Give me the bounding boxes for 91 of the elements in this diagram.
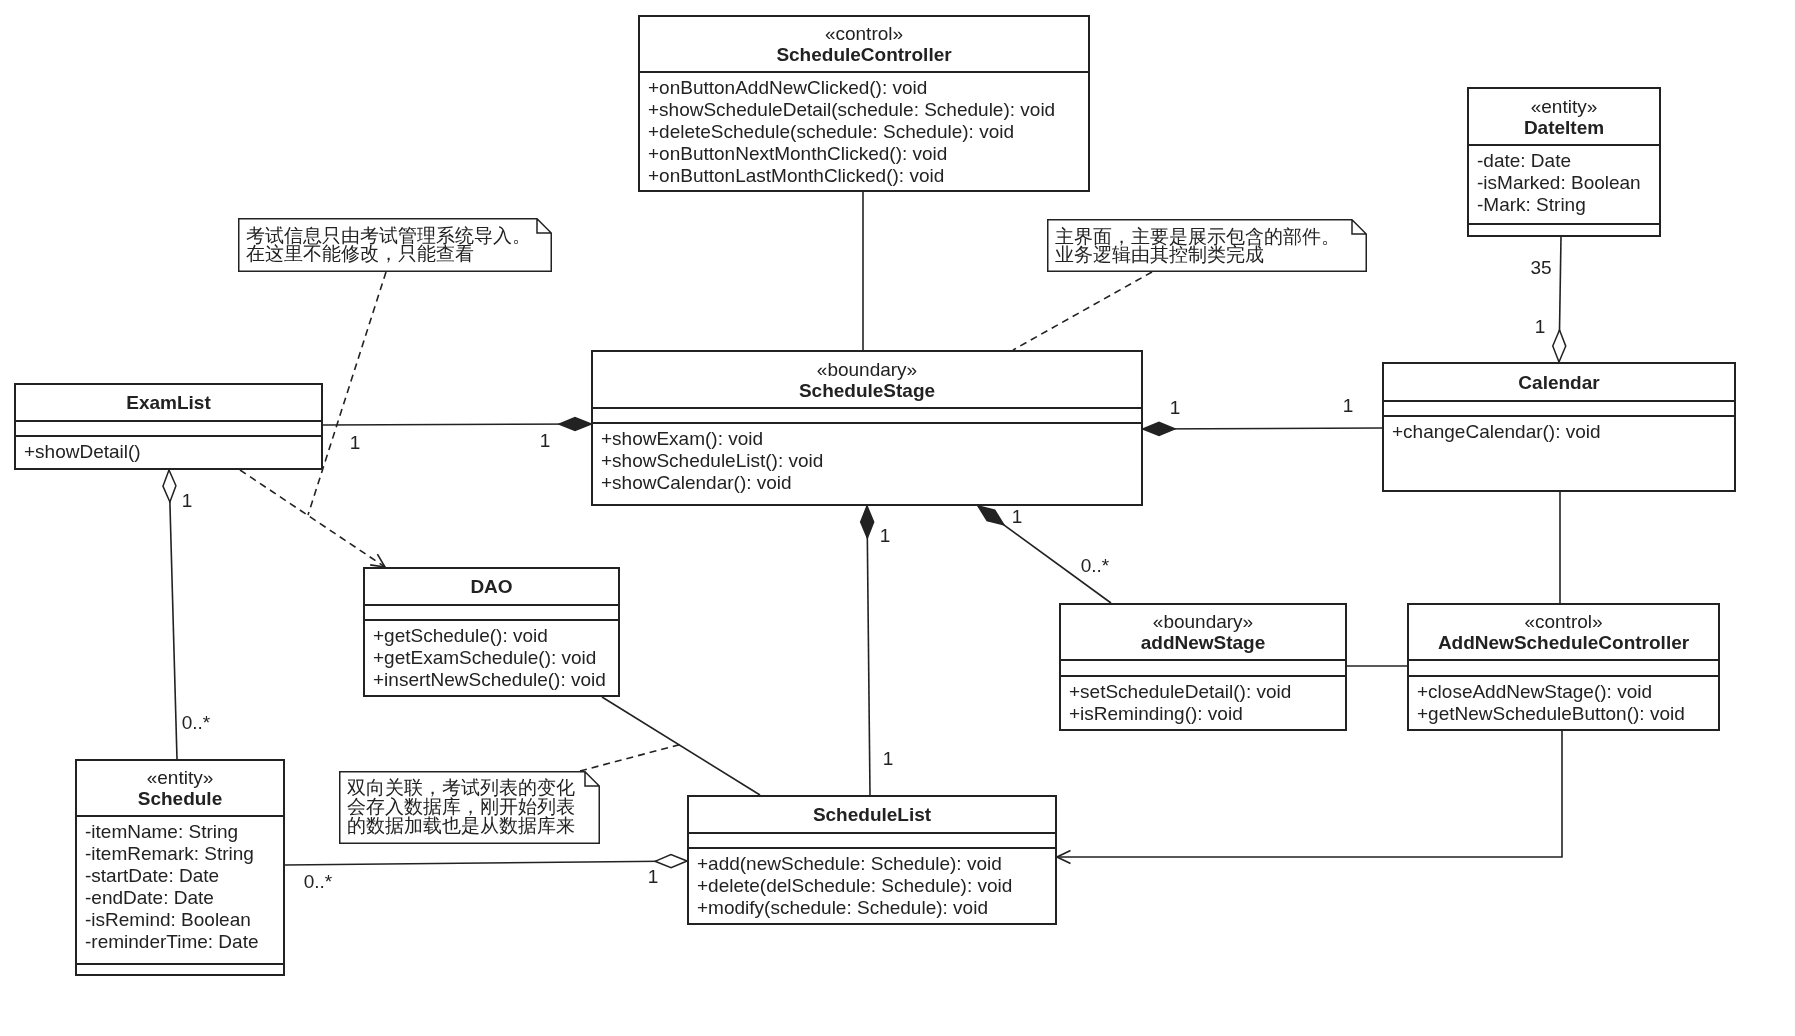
note-text: 主界面，主要是展示包含的部件。业务逻辑由其控制类完成 — [1055, 227, 1341, 263]
aggregation-line — [162, 469, 178, 760]
multiplicity-label: 1 — [879, 526, 891, 546]
stereotype-label: «boundary» — [816, 358, 918, 380]
class-name: AddNewScheduleController — [1437, 632, 1690, 653]
operation-text: +insertNewSchedule(): void — [373, 669, 606, 691]
multiplicity-label: 1 — [1011, 507, 1023, 527]
connector-line — [862, 191, 864, 351]
leader-line — [579, 743, 683, 772]
composition-line — [977, 505, 1112, 604]
operation-text: +showExam(): void — [601, 428, 764, 450]
operation-text: +onButtonAddNewClicked(): void — [648, 77, 928, 99]
operation-text: +setScheduleDetail(): void — [1069, 681, 1292, 703]
note-box — [1047, 219, 1367, 272]
connector-line — [1559, 491, 1561, 604]
attribute-text: -itemName: String — [85, 821, 239, 843]
dashed-arrow — [239, 469, 386, 568]
connector-line — [1346, 665, 1408, 667]
multiplicity-label: 0..* — [181, 713, 211, 733]
operation-text: +getExamSchedule(): void — [373, 647, 597, 669]
operation-text: +showScheduleList(): void — [601, 450, 824, 472]
class-box — [1407, 603, 1720, 731]
multiplicity-label: 1 — [1342, 396, 1354, 416]
attribute-text: -startDate: Date — [85, 865, 220, 887]
class-name: ScheduleList — [812, 804, 932, 825]
operation-text: +changeCalendar(): void — [1392, 421, 1601, 443]
multiplicity-label: 35 — [1530, 258, 1552, 278]
leader-line — [307, 271, 387, 516]
operation-text: +getNewScheduleButton(): void — [1417, 703, 1685, 725]
note-text: 考试信息只由考试管理系统导入。在这里不能修改，只能查看 — [246, 226, 532, 262]
class-box — [14, 383, 323, 470]
operation-text: +getSchedule(): void — [373, 625, 548, 647]
note-text: 双向关联，考试列表的变化会存入数据库，刚开始列表的数据加载也是从数据库来 — [347, 778, 576, 835]
class-name: Schedule — [137, 788, 223, 809]
composition-line — [1142, 421, 1383, 437]
attribute-text: -Mark: String — [1477, 194, 1586, 216]
connector-line — [601, 696, 761, 796]
arrow — [1056, 730, 1563, 865]
composition-line — [322, 416, 592, 432]
attribute-text: -isRemind: Boolean — [85, 909, 251, 931]
stereotype-label: «control» — [1524, 611, 1603, 632]
composition-line — [859, 505, 875, 796]
class-box — [1467, 87, 1661, 237]
operation-text: +showDetail() — [24, 441, 141, 463]
stereotype-label: «entity» — [146, 767, 214, 788]
class-name: addNewStage — [1140, 632, 1266, 653]
note-box — [339, 771, 600, 844]
multiplicity-label: 1 — [539, 431, 551, 451]
class-name: DAO — [470, 576, 513, 597]
attribute-text: -isMarked: Boolean — [1477, 172, 1641, 194]
operation-text: +showCalendar(): void — [601, 472, 792, 494]
class-box — [363, 567, 620, 697]
class-box — [75, 759, 285, 976]
aggregation-line — [1552, 236, 1567, 363]
attribute-text: -itemRemark: String — [85, 843, 254, 865]
multiplicity-label: 0..* — [1080, 556, 1110, 576]
multiplicity-label: 1 — [882, 749, 894, 769]
multiplicity-label: 1 — [1169, 398, 1181, 418]
class-name: ExamList — [126, 392, 211, 413]
class-box — [1382, 362, 1736, 492]
class-box — [1059, 603, 1347, 731]
operation-text: +isReminding(): void — [1069, 703, 1243, 725]
attribute-text: -endDate: Date — [85, 887, 214, 909]
multiplicity-label: 1 — [349, 433, 361, 453]
operation-text: +delete(delSchedule: Schedule): void — [697, 875, 1013, 897]
operation-text: +onButtonLastMonthClicked(): void — [648, 165, 945, 187]
multiplicity-label: 1 — [1534, 317, 1546, 337]
operation-text: +add(newSchedule: Schedule): void — [697, 853, 1002, 875]
operation-text: +modify(schedule: Schedule): void — [697, 897, 988, 919]
class-box — [687, 795, 1057, 925]
class-name: ScheduleStage — [798, 379, 936, 401]
operation-text: +deleteSchedule(schedule: Schedule): void — [648, 121, 1014, 143]
operation-text: +onButtonNextMonthClicked(): void — [648, 143, 948, 165]
attribute-text: -reminderTime: Date — [85, 931, 259, 953]
stereotype-label: «control» — [824, 23, 904, 44]
leader-line — [1012, 271, 1153, 351]
class-box — [638, 15, 1090, 192]
class-name: DateItem — [1523, 116, 1605, 138]
stereotype-label: «boundary» — [1152, 611, 1254, 632]
note-box — [238, 218, 552, 272]
multiplicity-label: 0..* — [303, 872, 333, 892]
operation-text: +closeAddNewStage(): void — [1417, 681, 1652, 703]
operation-text: +showScheduleDetail(schedule: Schedule): void — [648, 99, 1056, 121]
multiplicity-label: 1 — [181, 491, 193, 511]
aggregation-line — [284, 853, 688, 869]
stereotype-label: «entity» — [1530, 95, 1598, 117]
class-name: ScheduleController — [776, 44, 952, 65]
multiplicity-label: 1 — [647, 867, 659, 887]
class-name: Calendar — [1518, 371, 1600, 393]
class-box — [591, 350, 1143, 506]
attribute-text: -date: Date — [1477, 150, 1571, 172]
